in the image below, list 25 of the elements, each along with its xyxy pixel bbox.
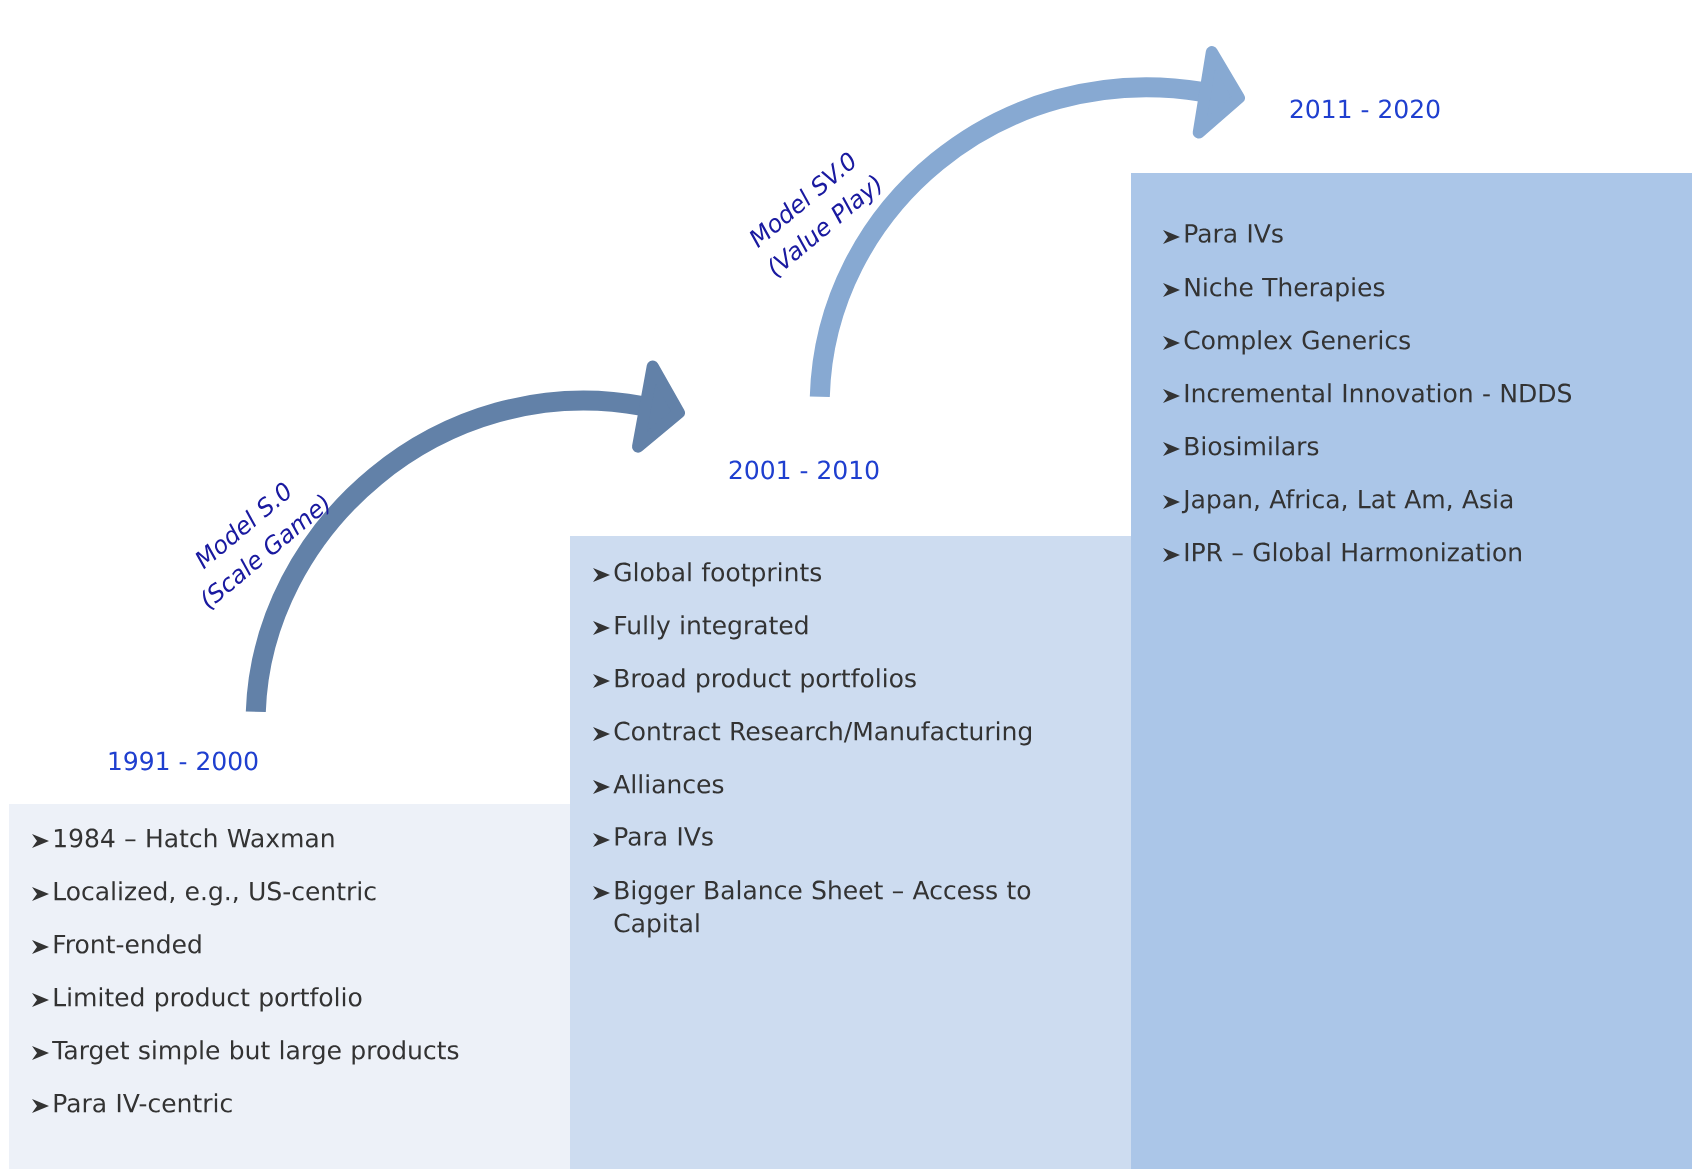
bullet-item: Alliances — [613, 774, 724, 794]
year-label: 2011 - 2020 — [1290, 99, 1440, 119]
bullet-item: Bigger Balance Sheet – Access to Capital — [614, 880, 1031, 938]
bullet-item: Fully integrated — [615, 615, 808, 640]
bullet-item: Para IVs — [1185, 224, 1283, 243]
bullet-item: Niche Therapies — [1185, 277, 1385, 302]
year-label: 2001 - 2010 — [729, 460, 879, 480]
bullet-item: Target simple but large products — [52, 1040, 459, 1065]
bullet-item: Front-ended — [54, 934, 201, 954]
bullet-item: Limited product portfolio — [54, 987, 362, 1012]
bullet-item: Japan, Africa, Lat Am, Asia — [1181, 489, 1513, 514]
bullet-item: Biosimilars — [1185, 436, 1319, 456]
bullet-item: Complex Generics — [1184, 330, 1410, 355]
curved-arrow — [245, 360, 685, 713]
year-label: 1991 - 2000 — [109, 751, 258, 771]
bullet-item: Para IV-centric — [54, 1093, 232, 1113]
bullet-item: Global footprints — [614, 562, 822, 587]
bullet-item: Contract Research/Manufacturing — [614, 721, 1031, 746]
bullet-item: 1984 – Hatch Waxman — [54, 828, 334, 848]
bullet-item: Incremental Innovation - NDDS — [1185, 383, 1571, 403]
bullet-item: Para IVs — [615, 827, 713, 846]
curved-arrow — [809, 46, 1245, 398]
bullet-item: Broad product portfolios — [615, 668, 916, 693]
bullet-item: IPR – Global Harmonization — [1185, 542, 1521, 562]
bullet-item: Localized, e.g., US-centric — [54, 881, 376, 906]
